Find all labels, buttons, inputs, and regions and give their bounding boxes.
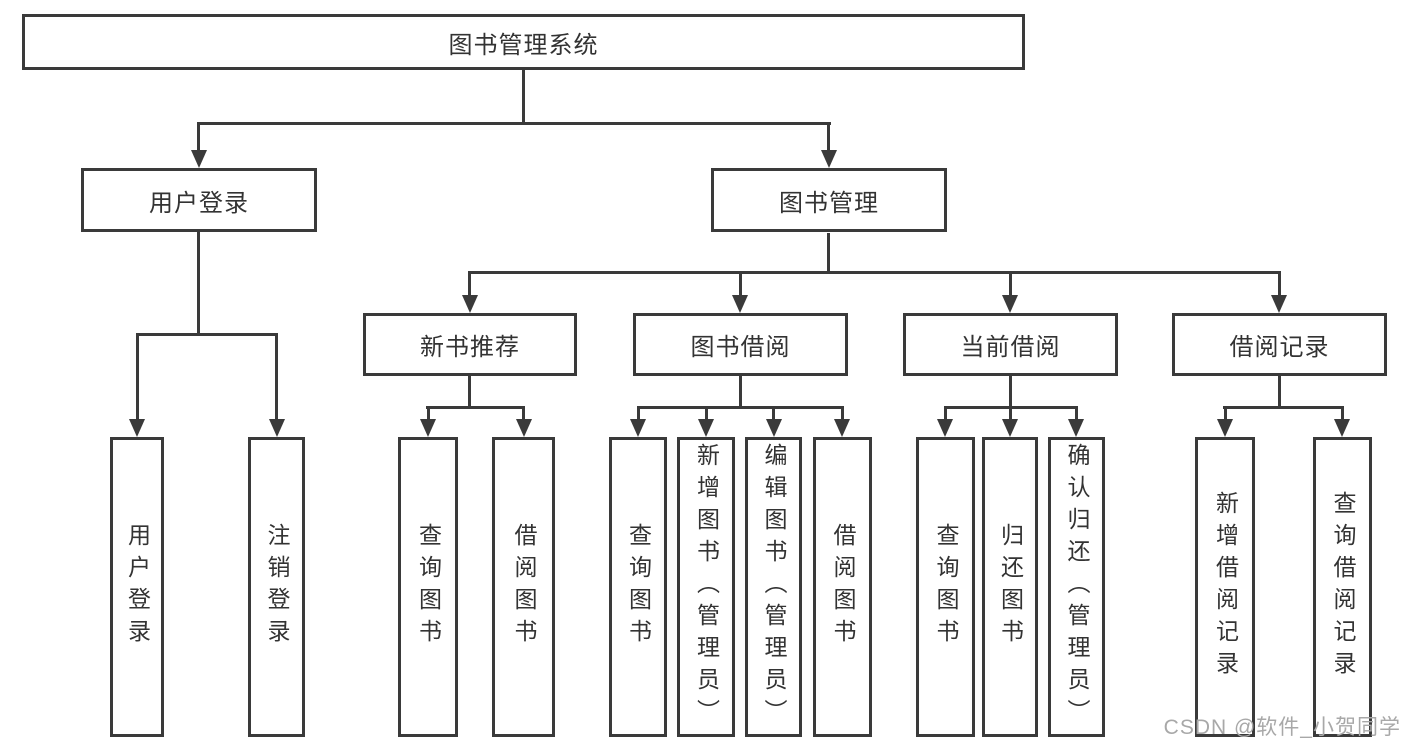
connector-drop-book-borrowing xyxy=(739,271,742,297)
node-new-book-recommend-label: 新书推荐 xyxy=(420,334,520,361)
connector-book-management-stem xyxy=(827,233,830,274)
connector-drop-add-books xyxy=(705,406,708,423)
connector-drop-return-books xyxy=(1009,406,1012,423)
leaf-add-borrow-record: 新增借阅记录 xyxy=(1195,437,1255,737)
connector-drop-borrow-books-2 xyxy=(841,406,844,423)
node-book-management: 图书管理 xyxy=(711,168,947,232)
arrow-down-borrow-books-1 xyxy=(516,419,532,437)
connector-drop-borrowing-records xyxy=(1278,271,1281,297)
connector-drop-confirm-return xyxy=(1075,406,1078,423)
root-node-book-management-system: 图书管理系统 xyxy=(22,14,1025,70)
leaf-borrow-books-2: 借阅图书 xyxy=(813,437,872,737)
leaf-query-books-2-label: 查询图书 xyxy=(625,523,652,651)
arrow-down-add-borrow-record xyxy=(1217,419,1233,437)
connector-borrowing-records-bar xyxy=(1223,406,1344,409)
arrow-down-borrow-books-2 xyxy=(834,419,850,437)
node-borrowing-records-label: 借阅记录 xyxy=(1229,334,1330,361)
node-book-borrowing-label: 图书借阅 xyxy=(690,334,791,361)
leaf-query-books-3: 查询图书 xyxy=(916,437,975,737)
leaf-query-borrow-record-label: 查询借阅记录 xyxy=(1330,491,1356,683)
node-user-login-label: 用户登录 xyxy=(149,189,249,217)
connector-drop-edit-books xyxy=(772,406,775,423)
leaf-logout: 注销登录 xyxy=(248,437,305,737)
connector-drop-borrow-books-1 xyxy=(522,406,525,423)
leaf-add-books-admin-label: 新增图书（管理员） xyxy=(693,443,720,731)
connector-current-borrowing-stem xyxy=(1009,376,1012,409)
connector-drop-leaf-user-login xyxy=(136,333,139,423)
connector-book-borrowing-bar xyxy=(637,406,844,409)
node-current-borrowing: 当前借阅 xyxy=(903,313,1118,376)
node-user-login: 用户登录 xyxy=(81,168,317,232)
arrow-down-query-books-1 xyxy=(420,419,436,437)
connector-drop-query-books-2 xyxy=(637,406,640,423)
leaf-borrow-books-1: 借阅图书 xyxy=(492,437,555,737)
leaf-borrow-books-2-label: 借阅图书 xyxy=(830,523,856,651)
connector-drop-query-books-3 xyxy=(944,406,947,423)
arrow-down-borrowing-records xyxy=(1271,295,1287,313)
leaf-confirm-return-admin: 确认归还（管理员） xyxy=(1048,437,1105,737)
arrow-down-confirm-return xyxy=(1068,419,1084,437)
leaf-query-borrow-record: 查询借阅记录 xyxy=(1313,437,1372,737)
connector-level2-bar xyxy=(197,122,831,125)
leaf-user-login: 用户登录 xyxy=(110,437,164,737)
leaf-return-books: 归还图书 xyxy=(982,437,1038,737)
root-node-label: 图书管理系统 xyxy=(448,31,599,59)
leaf-add-books-admin: 新增图书（管理员） xyxy=(677,437,735,737)
arrow-down-edit-books xyxy=(766,419,782,437)
connector-user-login-bar xyxy=(136,333,278,336)
node-book-management-label: 图书管理 xyxy=(779,189,879,217)
connector-user-login-stem xyxy=(197,232,200,336)
leaf-edit-books-admin: 编辑图书（管理员） xyxy=(745,437,802,737)
leaf-return-books-label: 归还图书 xyxy=(997,523,1024,651)
connector-drop-book-management xyxy=(827,122,830,152)
arrow-down-book-borrowing xyxy=(732,295,748,313)
leaf-logout-label: 注销登录 xyxy=(264,523,290,651)
connector-drop-user-login xyxy=(197,122,200,152)
arrow-down-add-books xyxy=(698,419,714,437)
leaf-confirm-return-admin-label: 确认归还（管理员） xyxy=(1064,443,1090,731)
node-new-book-recommend: 新书推荐 xyxy=(363,313,577,376)
connector-drop-add-borrow-record xyxy=(1224,406,1227,423)
connector-new-book-recommend-bar xyxy=(426,406,525,409)
leaf-query-books-2: 查询图书 xyxy=(609,437,667,737)
connector-new-book-recommend-stem xyxy=(468,376,471,409)
connector-drop-query-books-1 xyxy=(427,406,430,423)
connector-level3-bar xyxy=(468,271,1281,274)
leaf-add-borrow-record-label: 新增借阅记录 xyxy=(1212,491,1239,683)
arrow-down-user-login xyxy=(191,150,207,168)
arrow-down-query-books-3 xyxy=(937,419,953,437)
connector-drop-leaf-logout xyxy=(275,333,278,423)
connector-root-stem xyxy=(522,70,525,125)
csdn-watermark: CSDN @软件_小贺同学 xyxy=(1163,716,1401,739)
leaf-query-books-1-label: 查询图书 xyxy=(415,523,442,651)
connector-drop-query-borrow-record xyxy=(1341,406,1344,423)
arrow-down-current-borrowing xyxy=(1002,295,1018,313)
arrow-down-query-borrow-record xyxy=(1334,419,1350,437)
leaf-user-login-label: 用户登录 xyxy=(124,523,151,651)
arrow-down-leaf-logout xyxy=(269,419,285,437)
arrow-down-book-management xyxy=(821,150,837,168)
node-current-borrowing-label: 当前借阅 xyxy=(960,334,1061,361)
leaf-borrow-books-1-label: 借阅图书 xyxy=(511,523,537,651)
leaf-query-books-3-label: 查询图书 xyxy=(933,523,959,651)
arrow-down-query-books-2 xyxy=(630,419,646,437)
leaf-query-books-1: 查询图书 xyxy=(398,437,458,737)
connector-drop-current-borrowing xyxy=(1009,271,1012,297)
arrow-down-return-books xyxy=(1002,419,1018,437)
connector-borrowing-records-stem xyxy=(1278,376,1281,409)
node-borrowing-records: 借阅记录 xyxy=(1172,313,1387,376)
connector-book-borrowing-stem xyxy=(739,376,742,409)
leaf-edit-books-admin-label: 编辑图书（管理员） xyxy=(761,443,787,731)
connector-drop-new-book-recommend xyxy=(468,271,471,297)
node-book-borrowing: 图书借阅 xyxy=(633,313,848,376)
arrow-down-leaf-user-login xyxy=(129,419,145,437)
arrow-down-new-book-recommend xyxy=(462,295,478,313)
